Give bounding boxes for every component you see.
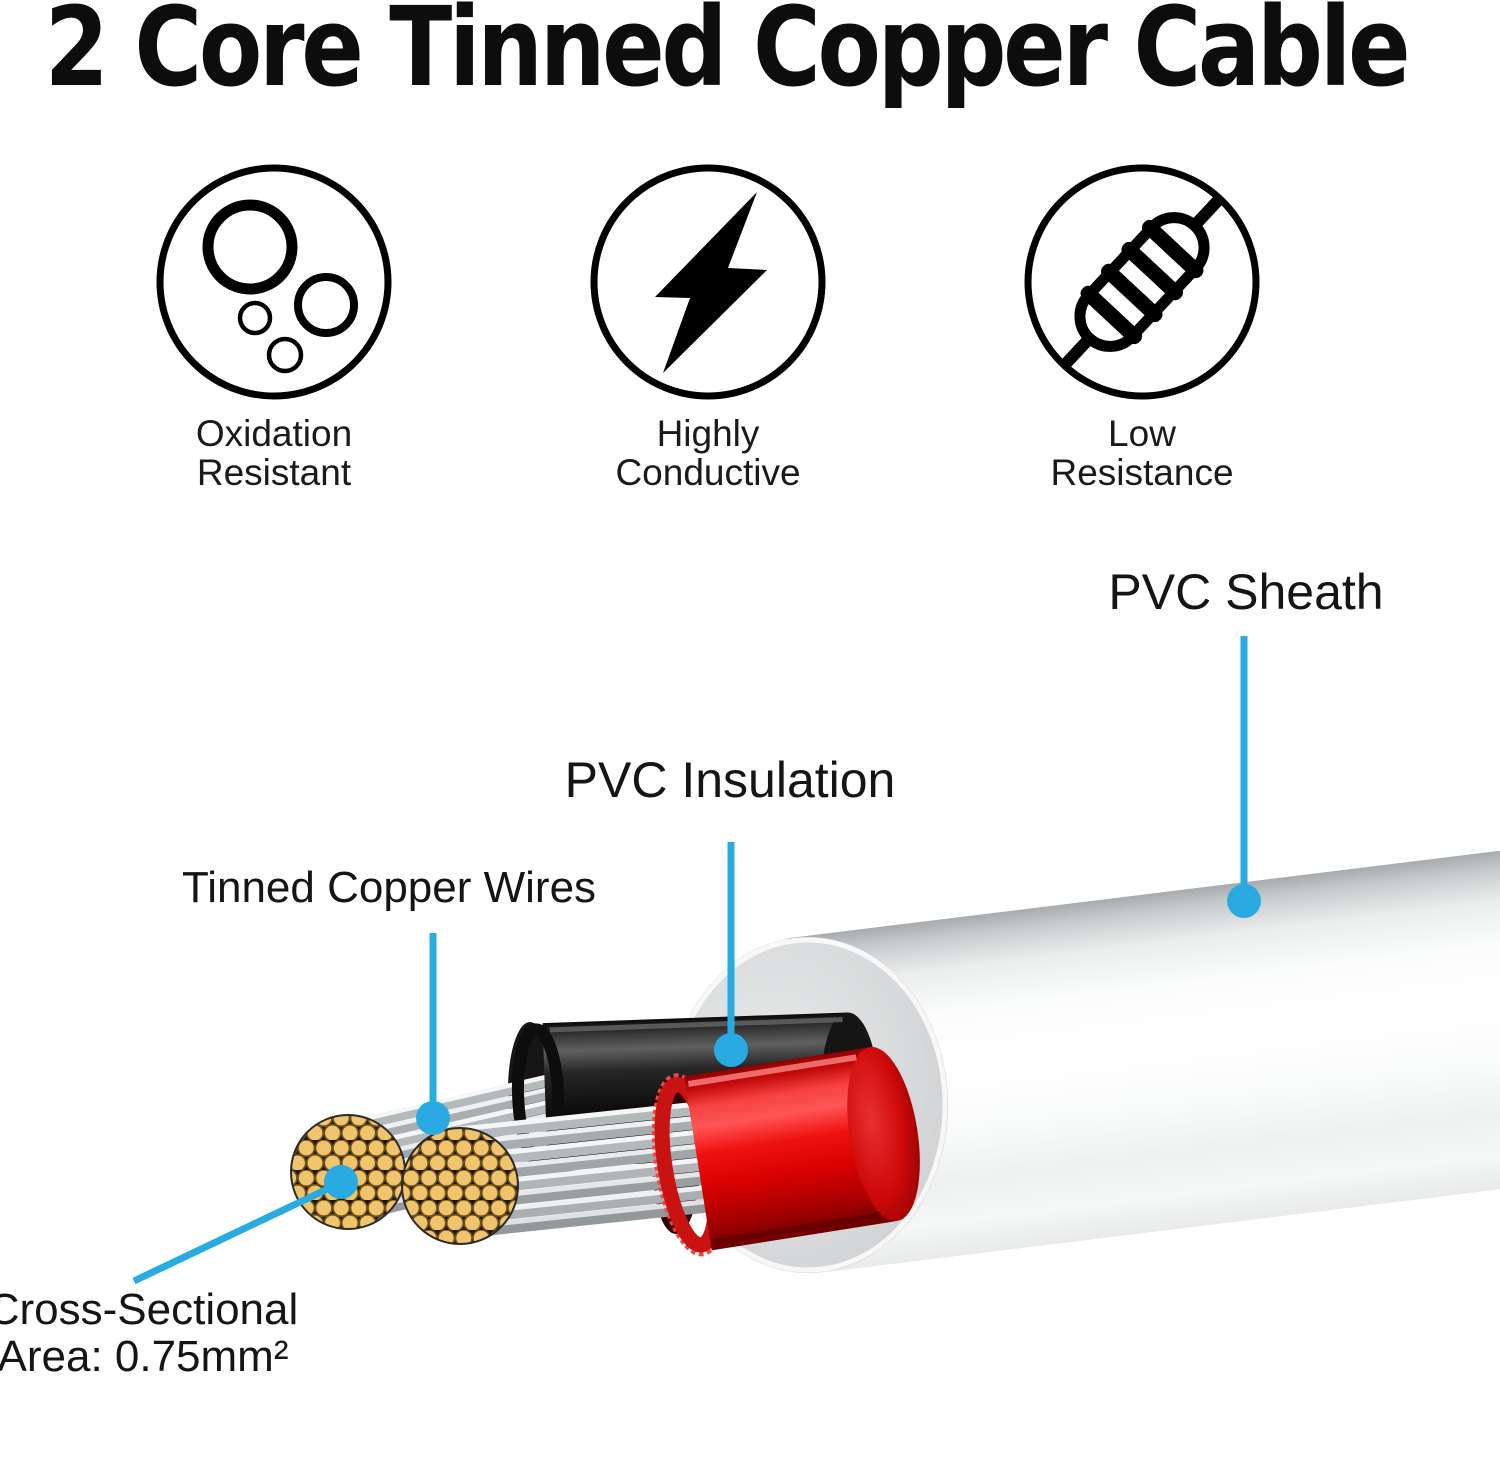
cable-cross-section-icon — [156, 164, 392, 400]
label-tinned-copper-wires: Tinned Copper Wires — [181, 863, 597, 912]
cable-cutaway — [290, 840, 1500, 1273]
insulation-leader-dot — [714, 1033, 748, 1067]
label-cross-sectional-area: Cross-Sectional Area: 0.75mm² — [0, 1286, 298, 1380]
resistor-icon — [1024, 164, 1260, 400]
label-pvc-insulation: PVC Insulation — [564, 752, 896, 808]
feature-caption-highly-conductive: Highly Conductive — [615, 414, 800, 492]
cable-reflection — [291, 1303, 1500, 1473]
label-line: Cross-Sectional — [0, 1285, 299, 1334]
caption-line: Highly — [656, 413, 760, 454]
leader-lines — [132, 636, 1261, 1285]
feature-caption-low-resistance: Low Resistance — [1050, 414, 1233, 492]
label-pvc-sheath: PVC Sheath — [1108, 564, 1384, 620]
caption-line: Low — [1108, 413, 1176, 454]
cross-section-leader-dot — [324, 1165, 358, 1199]
caption-line: Oxidation — [195, 413, 353, 454]
label-line: Area: 0.75mm² — [0, 1332, 289, 1381]
sheath-leader-dot — [1227, 884, 1261, 918]
caption-line: Resistance — [1050, 452, 1234, 493]
caption-line: Conductive — [615, 452, 801, 493]
copper-core-cross-section-front — [401, 1127, 519, 1245]
caption-line: Resistant — [196, 452, 352, 493]
page-title: 2 Core Tinned Copper Cable — [44, 0, 1411, 111]
wires-leader-dot — [416, 1101, 450, 1135]
lightning-bolt-icon — [590, 164, 826, 400]
cross-section-leader-line — [132, 1180, 340, 1285]
pvc-insulation-red — [651, 1046, 920, 1257]
feature-caption-oxidation-resistant: Oxidation Resistant — [196, 414, 352, 492]
